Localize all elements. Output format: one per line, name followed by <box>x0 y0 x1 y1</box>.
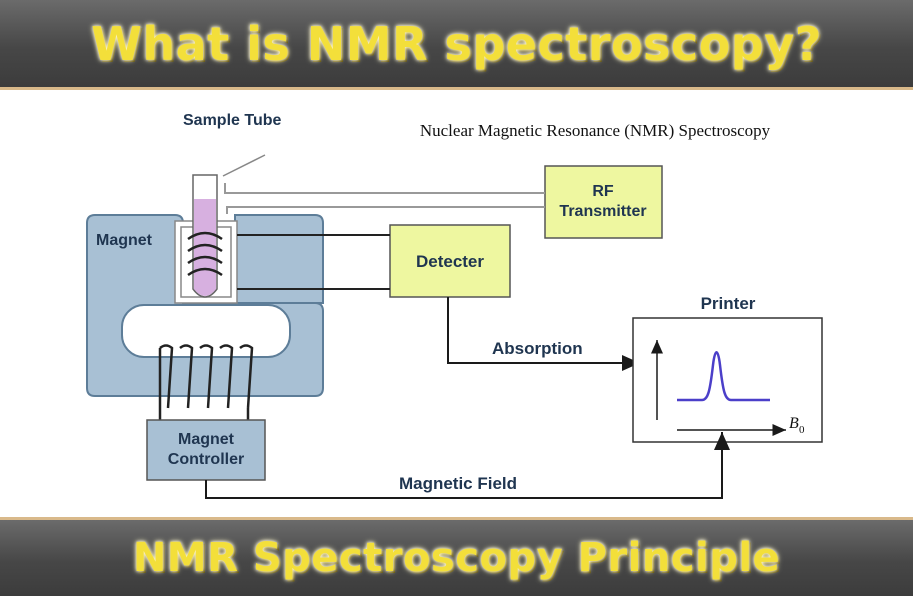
sample-tube-label: Sample Tube <box>183 112 281 129</box>
absorption-label: Absorption <box>492 339 583 358</box>
title-banner: What is NMR spectroscopy? <box>0 0 913 90</box>
magnet-right-pole <box>234 214 324 304</box>
detector-wires <box>237 234 390 290</box>
rf-wires <box>224 183 545 214</box>
nmr-diagram: Nuclear Magnetic Resonance (NMR) Spectro… <box>86 112 823 499</box>
rf-transmitter-box <box>544 165 663 239</box>
footer-banner: NMR Spectroscopy Principle <box>0 517 913 596</box>
nmr-peak <box>677 351 770 402</box>
magnetic-field-label: Magnetic Field <box>399 474 517 493</box>
controller-label-line1: Magnet <box>178 431 235 448</box>
page-title: What is NMR spectroscopy? <box>91 16 822 71</box>
axis-b-label: B <box>789 415 799 432</box>
diagram-caption: Nuclear Magnetic Resonance (NMR) Spectro… <box>420 121 771 140</box>
sample-liquid <box>194 199 216 296</box>
axis-b-subscript: 0 <box>799 424 805 436</box>
sample-coil <box>187 231 223 277</box>
footer-title: NMR Spectroscopy Principle <box>132 535 781 581</box>
detector-box <box>389 224 511 298</box>
magnet-label: Magnet <box>96 232 153 249</box>
rf-label-line1: RF <box>592 183 614 200</box>
magnet-controller-box <box>146 419 266 481</box>
sample-tube-pointer <box>222 154 266 177</box>
detector-label: Detecter <box>416 252 484 271</box>
magnet-gap <box>121 304 291 358</box>
controller-label-line2: Controller <box>168 451 244 468</box>
rf-label-line2: Transmitter <box>559 203 646 220</box>
magnetic-field-arrow <box>205 432 730 499</box>
absorption-arrow <box>447 297 640 371</box>
printer-label: Printer <box>701 294 756 313</box>
magnet-coil <box>158 344 254 420</box>
